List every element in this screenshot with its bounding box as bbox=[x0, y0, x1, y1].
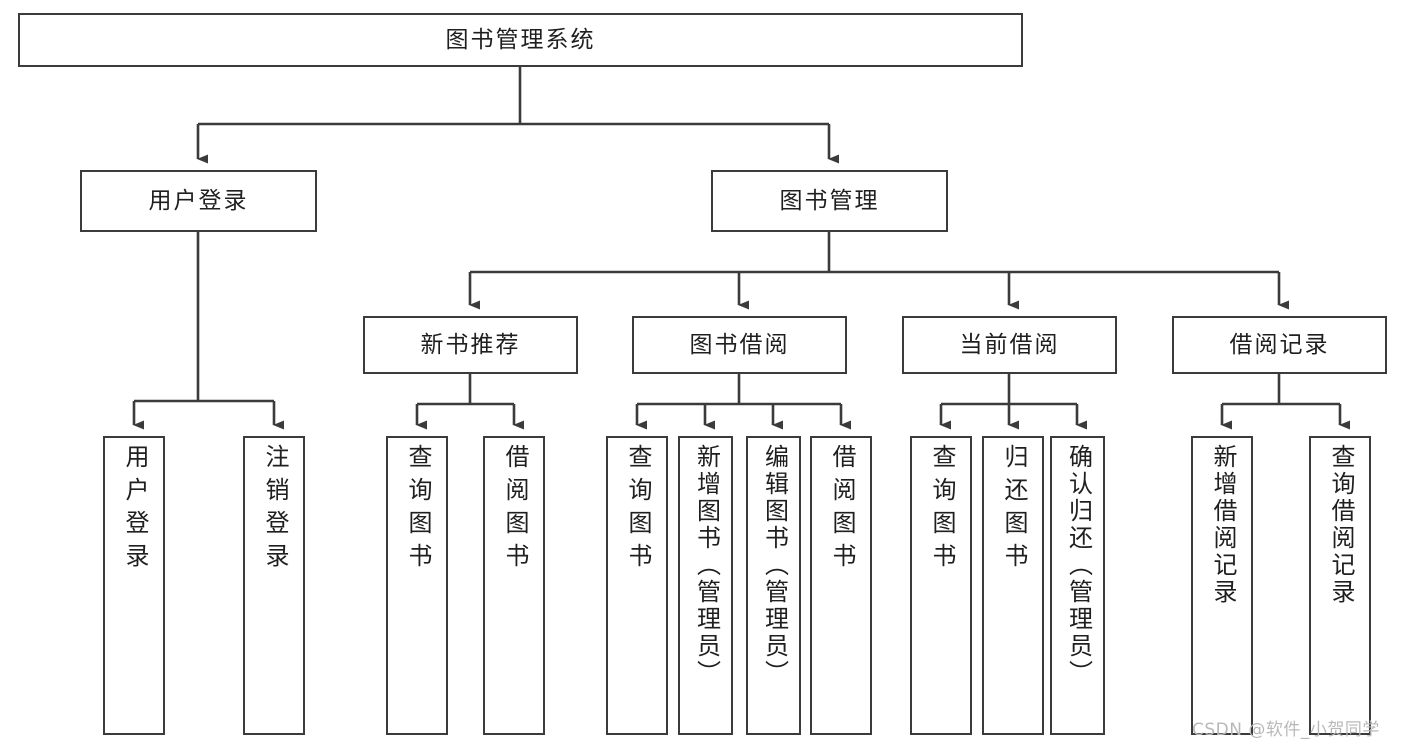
leaf-add-record[interactable]: 新增借阅记录 bbox=[1191, 436, 1253, 735]
leaf-query-book-1-label: 查询图书 bbox=[403, 444, 432, 576]
node-new-book-recommend-label: 新书推荐 bbox=[420, 331, 521, 358]
leaf-confirm-return-label: 确认归还（管理员） bbox=[1064, 444, 1093, 687]
leaf-add-book[interactable]: 新增图书（管理员） bbox=[678, 436, 733, 735]
leaf-edit-book[interactable]: 编辑图书（管理员） bbox=[746, 436, 801, 735]
leaf-logout-login-label: 注销登录 bbox=[260, 444, 289, 576]
leaf-user-login-label: 用户登录 bbox=[120, 444, 149, 576]
leaf-return-book-label: 归还图书 bbox=[999, 444, 1028, 576]
leaf-borrow-book-1[interactable]: 借阅图书 bbox=[483, 436, 545, 735]
leaf-query-book-2-label: 查询图书 bbox=[623, 444, 652, 576]
node-root-label: 图书管理系统 bbox=[445, 26, 596, 53]
node-book-management-label: 图书管理 bbox=[779, 187, 880, 214]
connectors-borrowrecord-to-leaves bbox=[1220, 374, 1350, 430]
connectors-userlogin-to-leaves bbox=[132, 232, 284, 430]
leaf-add-record-label: 新增借阅记录 bbox=[1208, 444, 1237, 606]
leaf-query-book-1[interactable]: 查询图书 bbox=[386, 436, 448, 735]
node-user-login[interactable]: 用户登录 bbox=[80, 170, 317, 232]
leaf-logout-login[interactable]: 注销登录 bbox=[243, 436, 305, 735]
node-new-book-recommend[interactable]: 新书推荐 bbox=[363, 316, 578, 374]
connectors-bookmgmt-to-level3 bbox=[468, 232, 1289, 310]
node-borrow-record[interactable]: 借阅记录 bbox=[1172, 316, 1387, 374]
leaf-query-record-label: 查询借阅记录 bbox=[1326, 444, 1355, 606]
connectors-newbook-to-leaves bbox=[415, 374, 524, 430]
node-user-login-label: 用户登录 bbox=[148, 187, 249, 214]
leaf-borrow-book-2[interactable]: 借阅图书 bbox=[810, 436, 872, 735]
leaf-add-book-label: 新增图书（管理员） bbox=[692, 444, 721, 687]
node-book-borrow[interactable]: 图书借阅 bbox=[632, 316, 847, 374]
leaf-borrow-book-1-label: 借阅图书 bbox=[500, 444, 529, 576]
leaf-edit-book-label: 编辑图书（管理员） bbox=[760, 444, 789, 687]
node-current-borrow[interactable]: 当前借阅 bbox=[902, 316, 1117, 374]
node-current-borrow-label: 当前借阅 bbox=[959, 331, 1060, 358]
leaf-query-book-3[interactable]: 查询图书 bbox=[910, 436, 972, 735]
connectors-currentborrow-to-leaves bbox=[939, 374, 1087, 430]
node-book-management[interactable]: 图书管理 bbox=[711, 170, 948, 232]
leaf-confirm-return[interactable]: 确认归还（管理员） bbox=[1050, 436, 1105, 735]
leaf-return-book[interactable]: 归还图书 bbox=[982, 436, 1044, 735]
node-book-borrow-label: 图书借阅 bbox=[689, 331, 790, 358]
leaf-query-book-2[interactable]: 查询图书 bbox=[606, 436, 668, 735]
leaf-user-login[interactable]: 用户登录 bbox=[103, 436, 165, 735]
node-root[interactable]: 图书管理系统 bbox=[18, 13, 1023, 67]
leaf-borrow-book-2-label: 借阅图书 bbox=[827, 444, 856, 576]
leaf-query-book-3-label: 查询图书 bbox=[927, 444, 956, 576]
connectors-root-to-level2 bbox=[196, 67, 839, 164]
node-borrow-record-label: 借阅记录 bbox=[1229, 331, 1330, 358]
connectors-bookborrow-to-leaves bbox=[635, 374, 851, 430]
leaf-query-record[interactable]: 查询借阅记录 bbox=[1309, 436, 1371, 735]
